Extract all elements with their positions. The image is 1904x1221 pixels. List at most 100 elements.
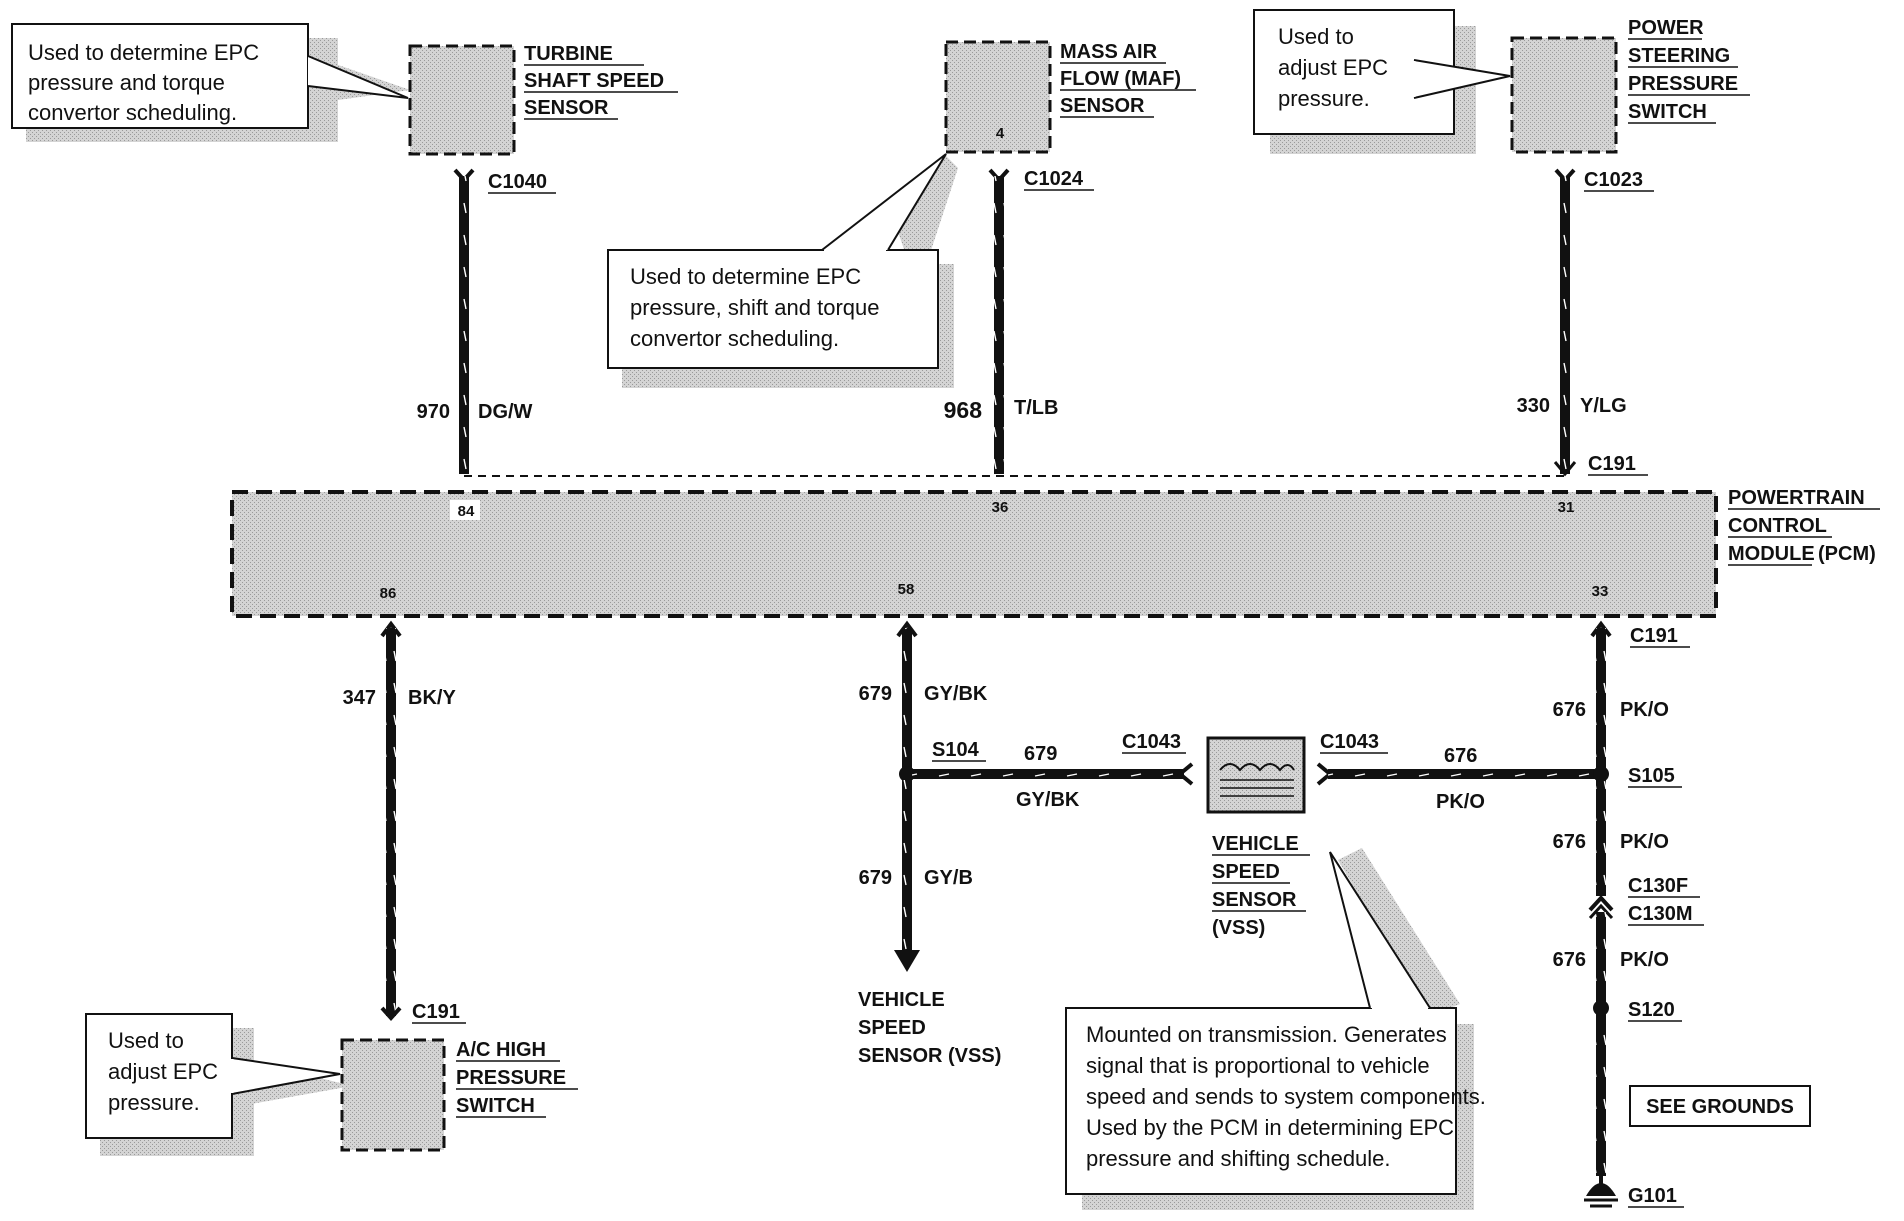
note-maf: Used to determine EPC pressure, shift an… (607, 153, 958, 388)
component-name: SWITCH (456, 1095, 535, 1117)
component-name: (VSS) (1212, 917, 1265, 939)
wire-970 (459, 176, 469, 474)
wire-676 (1596, 628, 1606, 896)
note-line: pressure. (108, 1090, 200, 1115)
note-line: convertor scheduling. (630, 326, 839, 351)
component-name: PRESSURE (456, 1067, 566, 1089)
component-name: POWER (1628, 17, 1704, 39)
vehicle-speed-sensor: VEHICLE SPEED SENSOR (VSS) (1206, 736, 1310, 939)
connector-label: C130F (1628, 875, 1688, 897)
circuit-number: 679 (859, 867, 892, 889)
pin-number: 86 (380, 585, 397, 602)
connector-label: C1024 (1024, 168, 1084, 190)
wire-color: Y/LG (1580, 395, 1627, 417)
arrow-down (894, 950, 920, 972)
turbine-shaft-speed-sensor: TURBINE SHAFT SPEED SENSOR (408, 43, 678, 156)
component-name: SENSOR (524, 97, 609, 119)
power-steering-pressure-switch: POWER STEERING PRESSURE SWITCH (1510, 17, 1750, 154)
ac-high-pressure-switch: A/C HIGH PRESSURE SWITCH (340, 1038, 578, 1152)
wire-color: T/LB (1014, 397, 1058, 419)
pin-number: 33 (1592, 583, 1609, 600)
sensor-box (1510, 36, 1618, 154)
connector-chevron (1590, 620, 1612, 638)
component-name: SENSOR (1212, 889, 1297, 911)
circuit-number: 676 (1553, 699, 1586, 721)
sensor-box (944, 40, 1052, 154)
wire-679-out (902, 780, 912, 952)
connector-chevron (1176, 762, 1194, 786)
note-vss: Mounted on transmission. Generates signa… (1065, 848, 1486, 1210)
component-name-suffix: (PCM) (1818, 543, 1876, 565)
wire-968 (994, 176, 1004, 474)
splice-s105 (1593, 766, 1609, 782)
sensor-box (1206, 736, 1306, 814)
connector-label: C191 (412, 1001, 460, 1023)
component-name: SHAFT SPEED (524, 70, 664, 92)
see-grounds-label: SEE GROUNDS (1646, 1096, 1794, 1118)
connector-chevron (380, 620, 402, 638)
note-box (85, 1013, 233, 1139)
component-name: STEERING (1628, 45, 1730, 67)
component-name: SPEED (1212, 861, 1280, 883)
splice-s104 (899, 766, 915, 782)
mass-air-flow-sensor: 4 MASS AIR FLOW (MAF) SENSOR (944, 40, 1196, 154)
component-name: VEHICLE (1212, 833, 1299, 855)
note-line: Used by the PCM in determining EPC (1086, 1115, 1454, 1140)
wire-color: PK/O (1436, 791, 1485, 813)
circuit-number: 970 (417, 401, 450, 423)
note-line: pressure and shifting schedule. (1086, 1146, 1391, 1171)
component-name: CONTROL (1728, 515, 1827, 537)
circuit-number: 676 (1444, 745, 1477, 767)
connector-chevron (1588, 895, 1614, 912)
note-line: speed and sends to system components. (1086, 1084, 1486, 1109)
connector-label: C130M (1628, 903, 1692, 925)
wire-676-horizontal (1328, 769, 1596, 779)
note-line: signal that is proportional to vehicle (1086, 1053, 1430, 1078)
note-line: Used to (1278, 24, 1354, 49)
note-line: pressure, shift and torque (630, 295, 879, 320)
note-box (607, 249, 939, 369)
sensor-box (340, 1038, 446, 1152)
note-ac: Used to adjust EPC pressure. (85, 1013, 352, 1156)
connector-label: C1023 (1584, 169, 1643, 191)
component-name: SENSOR (1060, 95, 1145, 117)
wire-color: DG/W (478, 401, 533, 423)
destination-label: VEHICLE (858, 989, 945, 1011)
component-name: FLOW (MAF) (1060, 68, 1181, 90)
see-grounds-box (1629, 1085, 1811, 1127)
circuit-number: 676 (1553, 831, 1586, 853)
component-name: TURBINE (524, 43, 613, 65)
pin-number: 84 (458, 503, 475, 520)
component-name: MASS AIR (1060, 41, 1158, 63)
note-tss: Used to determine EPC pressure and torqu… (11, 23, 410, 142)
destination-label: SENSOR (VSS) (858, 1045, 1001, 1067)
circuit-number: 679 (859, 683, 892, 705)
connector-label: C1043 (1320, 731, 1379, 753)
note-psps: Used to adjust EPC pressure. (1253, 9, 1511, 154)
wire-color: GY/BK (924, 683, 988, 705)
sensor-symbol (1219, 763, 1295, 772)
note-line: adjust EPC (1278, 55, 1388, 80)
wire-347 (386, 628, 396, 1016)
circuit-number: 676 (1553, 949, 1586, 971)
destination-label: SPEED (858, 1017, 926, 1039)
component-name: PRESSURE (1628, 73, 1738, 95)
connector-chevron (1588, 903, 1614, 920)
circuit-number: 679 (1024, 743, 1057, 765)
note-line: pressure. (1278, 86, 1370, 111)
wire-color: BK/Y (408, 687, 456, 709)
note-line: pressure and torque (28, 70, 225, 95)
circuit-number: 330 (1517, 395, 1550, 417)
component-name: MODULE (1728, 543, 1815, 565)
wire-color: GY/B (924, 867, 973, 889)
circuit-number: 968 (944, 397, 983, 423)
note-box (1065, 1007, 1457, 1195)
connector-label: C191 (1630, 625, 1678, 647)
note-box (11, 23, 309, 129)
splice-s120 (1593, 1000, 1609, 1016)
pin-number: 31 (1558, 499, 1575, 516)
wire-color: PK/O (1620, 699, 1669, 721)
wire-color: PK/O (1620, 831, 1669, 853)
wire-679-horizontal (912, 769, 1184, 779)
